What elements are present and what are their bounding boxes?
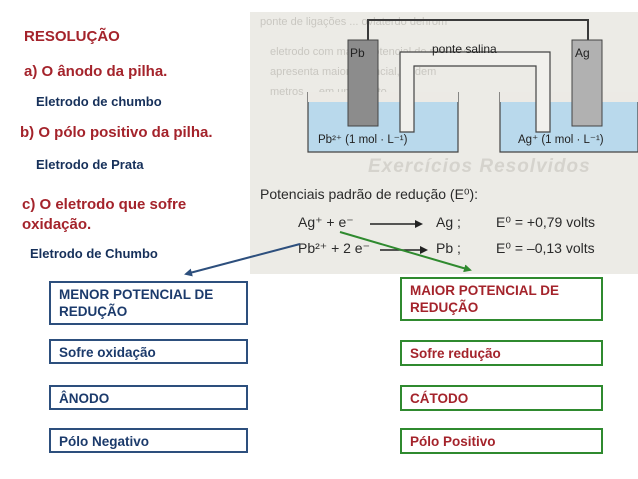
silver-solution-label: Ag⁺ (1 mol · L⁻¹): [518, 134, 604, 146]
higher-potential-line-2: REDUÇÃO: [410, 300, 479, 315]
anode-box: ÂNODO: [49, 385, 248, 410]
equation-2-left: Pb²⁺ + 2 e⁻: [298, 240, 370, 256]
equation-2-potential: E⁰ = –0,13 volts: [496, 240, 595, 256]
lower-potential-line-1: MENOR POTENCIAL DE: [59, 287, 214, 302]
answer-c: Eletrodo de Chumbo: [30, 246, 158, 261]
arrow-to-lower-potential: [184, 243, 301, 277]
equation-2-right: Pb ;: [436, 240, 461, 256]
salt-bridge-label: ponte salina: [432, 42, 497, 56]
galvanic-cell-image: ponte de ligações ... ovlaterdo dehrom e…: [250, 12, 638, 274]
positive-pole-label: Pólo Positivo: [410, 434, 496, 449]
positive-pole-box: Pólo Positivo: [400, 428, 603, 454]
question-c: c) O eletrodo que sofre oxidação.: [22, 195, 186, 235]
higher-potential-line-1: MAIOR POTENCIAL DE: [410, 283, 560, 298]
cell-diagram: [307, 19, 638, 254]
arrow-to-higher-potential: [339, 231, 472, 273]
question-a: a) O ânodo da pilha.: [24, 63, 168, 80]
equation-1-right: Ag ;: [436, 214, 461, 230]
background-heading: Exercícios Resolvidos: [368, 156, 591, 177]
reduction-label: Sofre redução: [410, 346, 501, 361]
reduction-box: Sofre redução: [400, 340, 603, 366]
potentials-title: Potenciais padrão de redução (E⁰):: [260, 186, 479, 202]
lead-solution-label: Pb²⁺ (1 mol · L⁻¹): [318, 134, 408, 146]
negative-pole-label: Pólo Negativo: [59, 434, 150, 449]
cathode-box: CÁTODO: [400, 385, 603, 411]
equation-1-left: Ag⁺ + e⁻: [298, 214, 354, 230]
oxidation-box: Sofre oxidação: [49, 339, 248, 364]
answer-a: Eletrodo de chumbo: [36, 94, 162, 109]
anode-label: ÂNODO: [59, 391, 110, 406]
equation-1-potential: E⁰ = +0,79 volts: [496, 214, 596, 230]
resolution-heading: RESOLUÇÃO: [24, 28, 120, 45]
lower-potential-line-2: REDUÇÃO: [59, 304, 128, 319]
lower-potential-box: MENOR POTENCIAL DE REDUÇÃO: [49, 281, 248, 325]
lead-electrode-label: Pb: [350, 46, 365, 60]
higher-potential-box: MAIOR POTENCIAL DE REDUÇÃO: [400, 277, 603, 321]
question-c-line-2: oxidação.: [22, 216, 92, 233]
answer-b: Eletrodo de Prata: [36, 157, 144, 172]
question-b: b) O pólo positivo da pilha.: [20, 124, 213, 141]
negative-pole-box: Pólo Negativo: [49, 428, 248, 453]
silver-electrode-label: Ag: [575, 46, 590, 60]
question-c-line-1: c) O eletrodo que sofre: [22, 196, 187, 213]
cathode-label: CÁTODO: [410, 391, 469, 406]
oxidation-label: Sofre oxidação: [59, 345, 156, 360]
